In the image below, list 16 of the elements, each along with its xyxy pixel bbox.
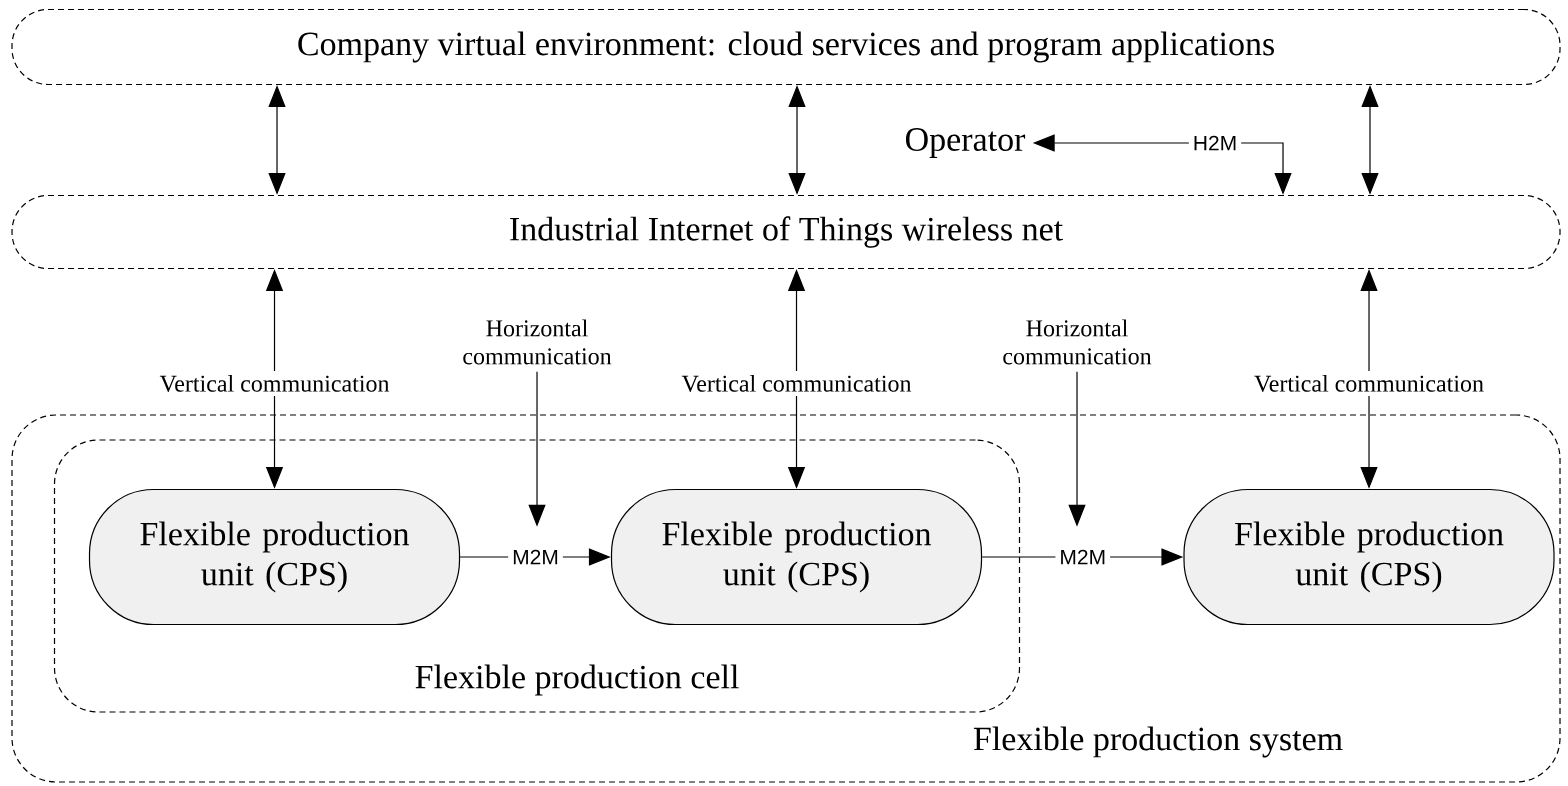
layer-band: Company virtual environment: cloud services and program applications <box>11 8 1561 86</box>
edge-label: M2M <box>508 545 563 569</box>
boundary-label: Flexible production system <box>973 726 1343 758</box>
boundary-label: Flexible production cell <box>415 664 739 696</box>
edge-label: Vertical communication <box>1250 370 1488 396</box>
operator-label: Operator <box>906 128 1026 158</box>
edge-label: Vertical communication <box>155 370 394 396</box>
unit-box: Flexible production unit (CPS) <box>88 488 461 626</box>
edge-label: M2M <box>1055 545 1111 569</box>
edge-label: Vertical communication <box>677 370 916 396</box>
communication-label: Horizontal communication <box>463 319 612 365</box>
unit-box: Flexible production unit (CPS) <box>610 488 983 626</box>
communication-label: Horizontal communication <box>1003 319 1152 365</box>
edge-label: H2M <box>1188 131 1242 155</box>
layer-band: Industrial Internet of Things wireless net <box>11 194 1561 270</box>
unit-box: Flexible production unit (CPS) <box>1183 488 1555 626</box>
